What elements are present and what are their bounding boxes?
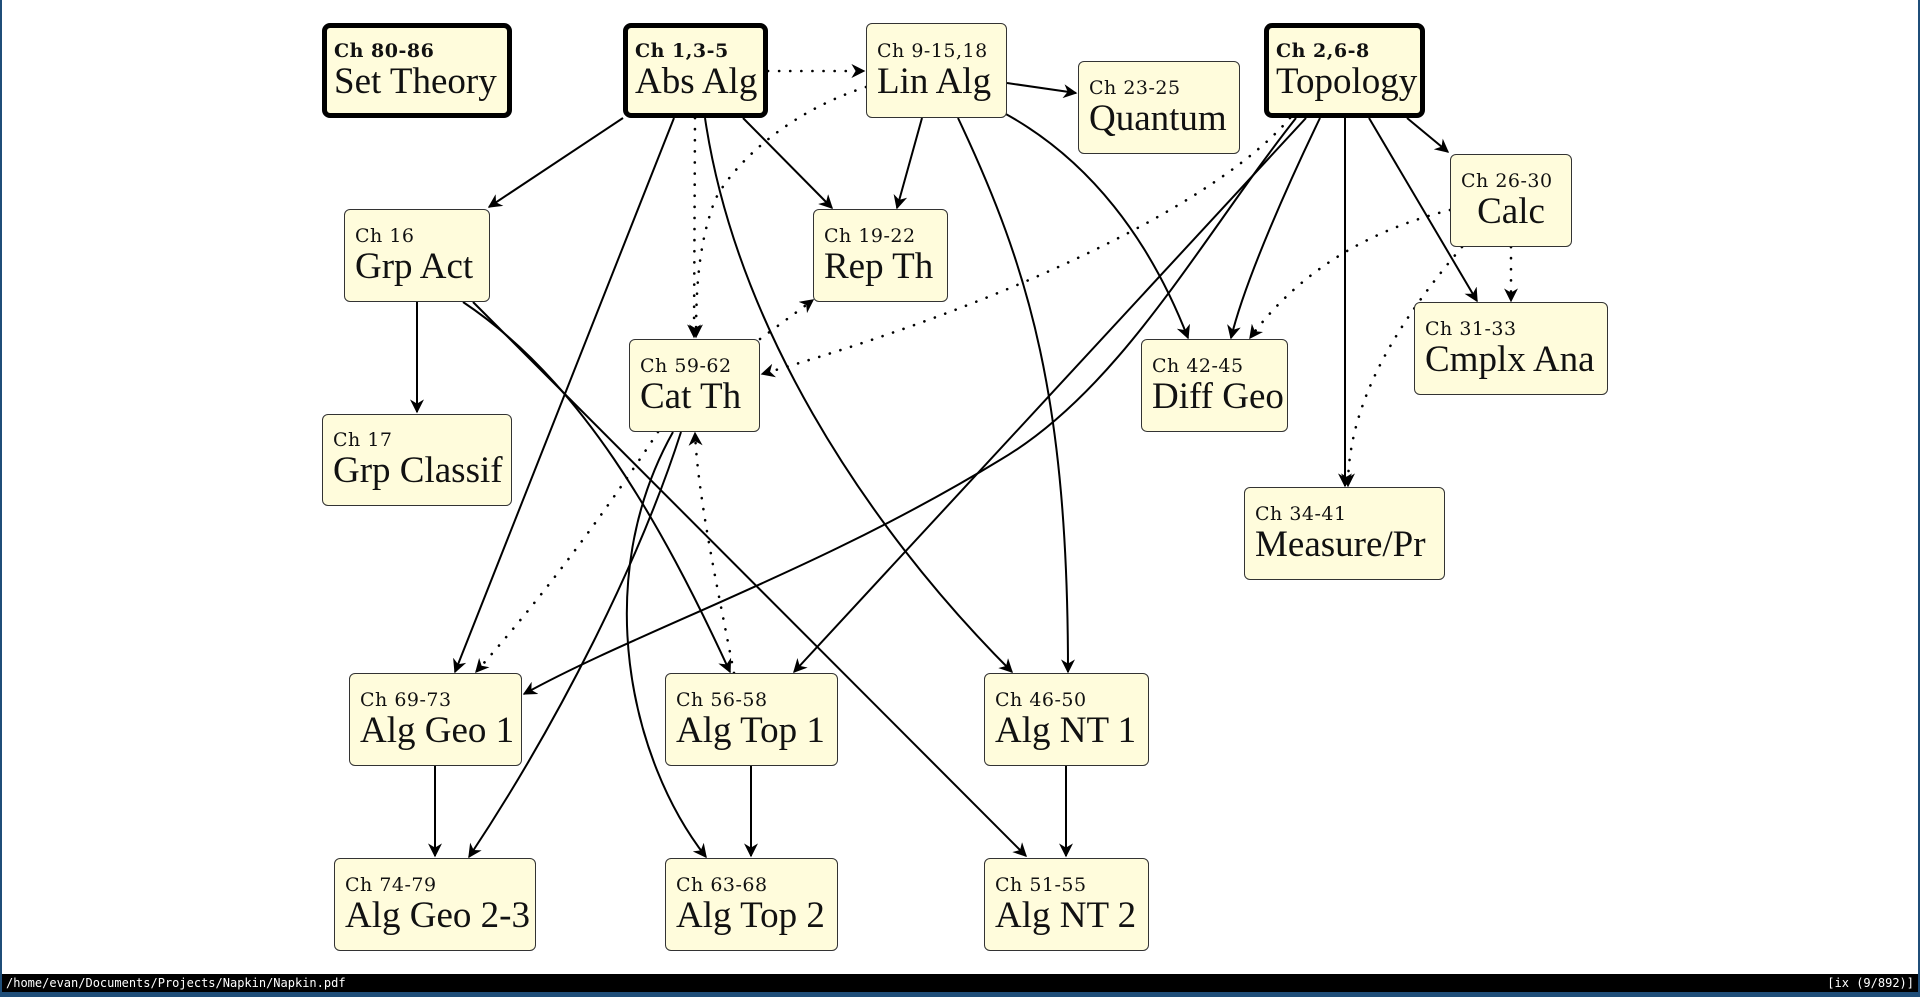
node-chapters: Ch 16 <box>355 224 415 247</box>
edge-grp-act-to-alg-nt-2 <box>472 301 1027 857</box>
node-chapters: Ch 9-15,18 <box>877 39 988 62</box>
node-title: Cat Th <box>640 375 742 417</box>
node-chapters: Ch 23-25 <box>1089 76 1181 99</box>
edge-cat-th-to-rep-th <box>758 298 815 341</box>
edge-topology-to-cmplx-ana <box>1368 117 1478 303</box>
node-chapters: Ch 19-22 <box>824 224 916 247</box>
edge-topology-to-calc <box>1406 117 1450 153</box>
node-title: Alg Geo 2-3 <box>345 894 530 936</box>
node-chapters: Ch 42-45 <box>1152 354 1244 377</box>
node-chapters: Ch 80-86 <box>334 39 435 62</box>
node-chapters: Ch 31-33 <box>1425 317 1517 340</box>
dependency-diagram <box>410 64 1518 859</box>
edge-cat-th-to-alg-geo-23 <box>468 431 682 859</box>
edge-lin-alg-to-diff-geo <box>1003 112 1190 340</box>
node-title: Rep Th <box>824 245 934 287</box>
node-title: Abs Alg <box>635 60 758 102</box>
edge-cat-th-to-alg-geo-1 <box>474 430 660 674</box>
node-chapters: Ch 2,6-8 <box>1276 39 1370 62</box>
node-chapters: Ch 51-55 <box>995 873 1087 896</box>
edge-topology-to-alg-top-1 <box>793 117 1307 674</box>
page-indicator: [ix (9/892)] <box>1827 976 1914 990</box>
node-title: Calc <box>1477 190 1545 232</box>
node-title: Alg Top 2 <box>676 894 825 936</box>
node-chapters: Ch 59-62 <box>640 354 732 377</box>
edge-calc-to-diff-geo <box>1248 208 1452 340</box>
edge-abs-alg-to-rep-th <box>742 117 833 209</box>
node-chapters: Ch 26-30 <box>1461 169 1553 192</box>
edge-lin-alg-to-cat-th <box>689 85 868 339</box>
node-title: Set Theory <box>334 60 497 102</box>
node-chapters: Ch 56-58 <box>676 688 768 711</box>
node-title: Measure/Pr <box>1255 523 1426 565</box>
node-title: Quantum <box>1089 97 1227 139</box>
node-title: Alg Top 1 <box>676 709 825 751</box>
edges-layer <box>410 64 1518 859</box>
edge-lin-alg-to-rep-th <box>893 117 923 210</box>
node-chapters: Ch 69-73 <box>360 688 452 711</box>
node-chapters: Ch 1,3-5 <box>635 39 729 62</box>
node-title: Alg NT 1 <box>995 709 1137 751</box>
node-chapters: Ch 63-68 <box>676 873 768 896</box>
node-title: Grp Classif <box>333 450 503 491</box>
status-bar: /home/evan/Documents/Projects/Napkin/Nap… <box>2 974 1918 992</box>
node-title: Topology <box>1276 60 1418 102</box>
node-title: Alg NT 2 <box>995 894 1137 936</box>
node-title: Grp Act <box>355 245 474 287</box>
edge-abs-alg-to-alg-nt-1 <box>704 117 1013 673</box>
node-title: Lin Alg <box>877 60 992 102</box>
edge-cat-th-to-alg-top-2 <box>625 431 707 859</box>
node-chapters: Ch 34-41 <box>1255 502 1347 525</box>
pdf-page <box>2 0 1918 974</box>
node-chapters: Ch 74-79 <box>345 873 437 896</box>
edge-topology-to-diff-geo <box>1227 117 1321 340</box>
node-chapters: Ch 46-50 <box>995 688 1087 711</box>
edge-lin-alg-to-quantum <box>1006 82 1078 99</box>
node-title: Cmplx Ana <box>1425 338 1595 380</box>
edge-abs-alg-to-grp-act <box>487 117 624 208</box>
edge-lin-alg-to-alg-nt-1 <box>957 117 1075 674</box>
edge-topology-to-alg-geo-1 <box>522 117 1297 695</box>
node-title: Alg Geo 1 <box>360 709 515 751</box>
node-title: Diff Geo <box>1152 375 1284 417</box>
node-chapters: Ch 17 <box>333 429 393 451</box>
edge-abs-alg-to-cat-th <box>687 116 702 339</box>
file-path: /home/evan/Documents/Projects/Napkin/Nap… <box>6 976 346 990</box>
